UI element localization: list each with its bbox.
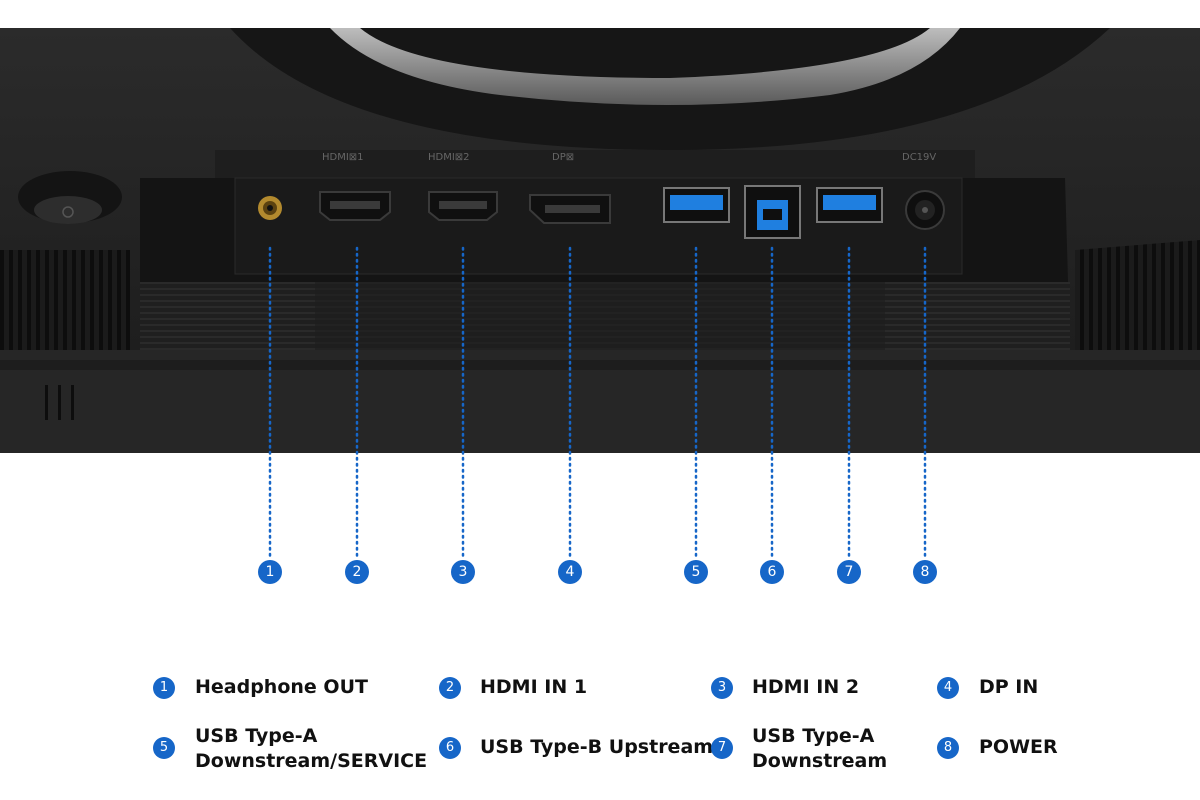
legend-label: USB Type-B Upstream	[480, 736, 714, 758]
headphone-jack-icon	[258, 196, 282, 220]
port-number-badge: 7	[837, 560, 861, 584]
legend-number-badge: 4	[937, 677, 959, 699]
port-label-strip	[215, 150, 975, 178]
hdmi-port-icon	[319, 191, 391, 221]
legend-label: HDMI IN 2	[752, 676, 860, 698]
port-number-badge: 3	[451, 560, 475, 584]
left-vent-grille	[0, 250, 130, 352]
lower-floor-divider	[315, 282, 885, 350]
port-number-badge: 4	[558, 560, 582, 584]
power-jack-icon	[905, 190, 945, 230]
legend-label: USB Type-A Downstream	[752, 725, 888, 772]
legend-label: USB Type-A Downstream/SERVICE	[195, 725, 428, 772]
legend-number-badge: 7	[711, 737, 733, 759]
right-vent-grille	[1075, 240, 1200, 352]
legend-number-badge: 3	[711, 677, 733, 699]
bottom-grip-lines	[45, 385, 74, 420]
port-number-badge: 2	[345, 560, 369, 584]
usb-b-port-icon	[744, 185, 801, 239]
port-number-badge: 5	[684, 560, 708, 584]
legend-number-badge: 8	[937, 737, 959, 759]
stand-ring	[330, 28, 960, 105]
hdmi-port-icon	[428, 191, 498, 221]
silkscreen-hdmi2: HDMI⊠2	[428, 152, 470, 163]
power-button-icon	[62, 206, 74, 218]
legend-number-badge: 6	[439, 737, 461, 759]
port-number-badge: 8	[913, 560, 937, 584]
leader-lines	[268, 246, 927, 560]
bottom-bezel-lip	[0, 360, 1200, 370]
legend-label: POWER	[979, 736, 1058, 758]
legend-label: DP IN	[979, 676, 1039, 698]
usb-a-port-icon	[816, 187, 883, 223]
silkscreen-dp: DP⊠	[552, 152, 575, 163]
displayport-icon	[529, 194, 611, 224]
legend-number-badge: 2	[439, 677, 461, 699]
port-number-badge: 1	[258, 560, 282, 584]
legend-label: Headphone OUT	[195, 676, 368, 698]
silkscreen-hdmi1: HDMI⊠1	[322, 152, 364, 163]
legend-number-badge: 5	[153, 737, 175, 759]
usb-a-port-icon	[663, 187, 730, 223]
port-number-badge: 6	[760, 560, 784, 584]
power-button	[34, 196, 102, 224]
silkscreen-dc: DC19V	[902, 152, 937, 163]
legend-label: HDMI IN 1	[480, 676, 588, 698]
legend-number-badge: 1	[153, 677, 175, 699]
